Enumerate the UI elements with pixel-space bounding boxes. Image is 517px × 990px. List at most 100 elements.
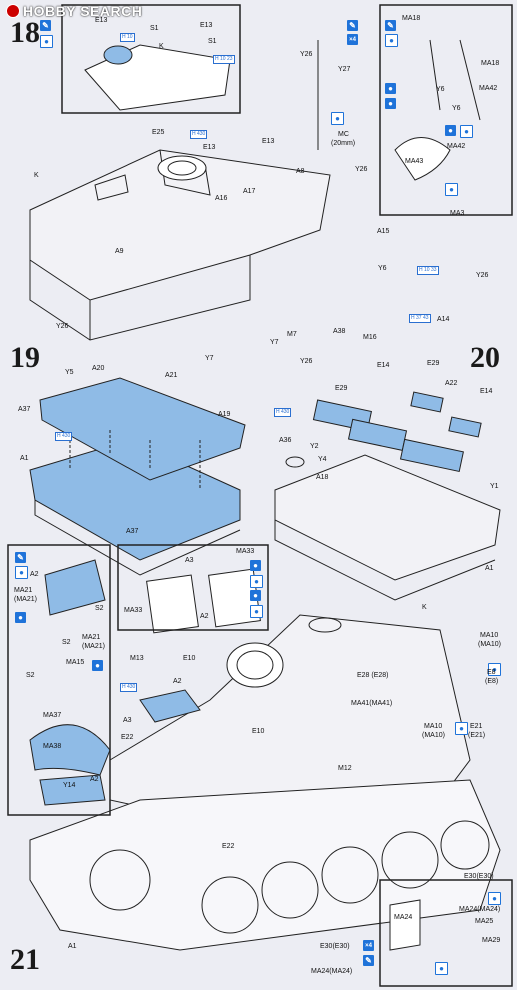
part-label: A18 xyxy=(316,474,329,481)
glue-icon: ● xyxy=(250,560,261,571)
part-label: Y26 xyxy=(355,166,368,173)
part-label: Y14 xyxy=(63,782,76,789)
part-label: Y7 xyxy=(270,339,279,346)
part-label: A2 xyxy=(90,776,99,783)
part-label: E13 xyxy=(203,144,216,151)
part-label: (MA10) xyxy=(422,732,445,739)
part-label: E25 xyxy=(152,129,165,136)
quantity-x4-icon: ×4 xyxy=(363,940,374,951)
part-label: Y26 xyxy=(300,358,313,365)
part-label: E13 xyxy=(95,17,108,24)
part-label: A2 xyxy=(200,613,209,620)
part-label: E29 xyxy=(335,385,348,392)
part-label: K xyxy=(159,43,164,50)
part-label: E10 xyxy=(183,655,196,662)
paint-drop-icon: ● xyxy=(385,34,398,47)
part-label: MA33 xyxy=(236,548,255,555)
part-label: Y2 xyxy=(310,443,319,450)
glue-icon: ● xyxy=(250,590,261,601)
part-label: A16 xyxy=(215,195,228,202)
part-label: S1 xyxy=(150,25,159,32)
paint-drop-icon: ● xyxy=(15,566,28,579)
part-label: A19 xyxy=(218,411,231,418)
part-label: E28 (E28) xyxy=(357,672,389,679)
part-label: MA18 xyxy=(481,60,500,67)
step-number-20: 20 xyxy=(470,341,500,374)
part-label: (MA21) xyxy=(14,596,37,603)
reference-badge: H 10 xyxy=(120,33,135,42)
part-label: A37 xyxy=(126,528,139,535)
part-label: Y26 xyxy=(56,323,69,330)
part-label: A1 xyxy=(20,455,29,462)
part-label: (20mm) xyxy=(331,140,356,147)
part-label: A3 xyxy=(185,557,194,564)
part-label: E30(E30) xyxy=(320,943,350,950)
part-label: S2 xyxy=(26,672,35,679)
brush-icon: ✎ xyxy=(15,552,26,563)
part-label: Y1 xyxy=(490,483,499,490)
glue-icon: ● xyxy=(385,83,396,94)
part-label: M12 xyxy=(338,765,352,772)
part-label: MA29 xyxy=(482,937,501,944)
part-label: MA18 xyxy=(402,15,421,22)
part-label: S2 xyxy=(95,605,104,612)
part-label: Y6 xyxy=(436,86,445,93)
reference-badge: H 10 33 xyxy=(417,266,439,275)
reference-badge: H 430 xyxy=(120,683,138,692)
part-label: MA15 xyxy=(66,659,85,666)
part-label: MA10 xyxy=(424,723,443,730)
part-label: (MA21) xyxy=(82,643,105,650)
paint-drop-icon: ● xyxy=(331,112,344,125)
part-label: E21 xyxy=(470,723,483,730)
part-label: MA24(MA24) xyxy=(311,968,353,975)
paint-drop-icon: ● xyxy=(435,962,448,975)
watermark: HOBBY SEARCH xyxy=(6,3,142,19)
part-label: A17 xyxy=(243,188,256,195)
reference-badge: H 37 43 xyxy=(409,314,431,323)
paint-drop-icon: ● xyxy=(40,35,53,48)
part-label: MA24 xyxy=(394,914,413,921)
glue-icon: ● xyxy=(92,660,103,671)
step-number-18: 18 xyxy=(10,16,40,49)
part-label: K xyxy=(422,604,427,611)
part-label: S1 xyxy=(208,38,217,45)
part-label: M7 xyxy=(287,331,297,338)
part-label: MA42 xyxy=(447,143,466,150)
part-label: A1 xyxy=(485,565,494,572)
part-label: K xyxy=(34,172,39,179)
part-label: MA21 xyxy=(82,634,101,641)
part-label: A2 xyxy=(173,678,182,685)
part-label: E22 xyxy=(222,843,235,850)
brush-icon: ✎ xyxy=(363,955,374,966)
part-label: A38 xyxy=(333,328,346,335)
part-label: M13 xyxy=(130,655,144,662)
part-label: E10 xyxy=(252,728,265,735)
part-label: (E8) xyxy=(485,678,499,685)
paint-drop-icon: ● xyxy=(250,575,263,588)
step-number-21: 21 xyxy=(10,943,40,976)
glue-icon: ● xyxy=(15,612,26,623)
part-label: Y5 xyxy=(65,369,74,376)
part-label: M16 xyxy=(363,334,377,341)
part-label: A1 xyxy=(68,943,77,950)
step-number-19: 19 xyxy=(10,341,40,374)
part-label: MA10 xyxy=(480,632,499,639)
part-label: A37 xyxy=(18,406,31,413)
part-label: E13 xyxy=(262,138,275,145)
part-label: E30(E30) xyxy=(464,873,494,880)
part-label: Y27 xyxy=(338,66,351,73)
part-label: E29 xyxy=(427,360,440,367)
part-label: MA21 xyxy=(14,587,33,594)
part-label: MA3 xyxy=(450,210,465,217)
part-label: E22 xyxy=(121,734,134,741)
paint-drop-icon: ● xyxy=(445,183,458,196)
part-label: MA38 xyxy=(43,743,62,750)
brush-icon: ✎ xyxy=(40,20,51,31)
paint-drop-icon: ● xyxy=(455,722,468,735)
part-label: A20 xyxy=(92,365,105,372)
reference-badge: H 10 23 xyxy=(213,55,235,64)
paint-drop-icon: ● xyxy=(460,125,473,138)
part-label: MA42 xyxy=(479,85,498,92)
part-label: A2 xyxy=(30,571,39,578)
